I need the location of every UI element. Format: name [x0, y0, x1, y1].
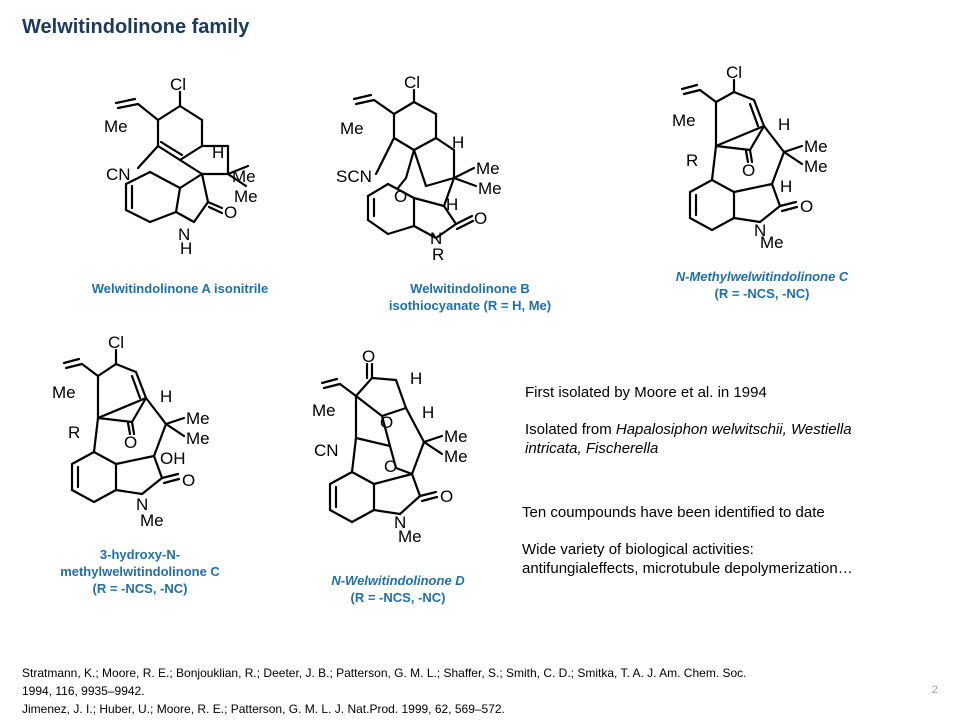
atom-label: R	[686, 151, 698, 170]
atom-label: Me	[232, 167, 256, 186]
atom-label: H	[778, 115, 790, 134]
molecule-drawing: O Me CN H H O Me Me O O N Me	[312, 347, 468, 546]
caption-welwitindolinone-a: Welwitindolinone A isonitrile	[91, 281, 269, 296]
atom-label: O	[742, 161, 755, 180]
caption-3-hydroxy-n-methylwelwitindolinone-c: 3-hydroxy-N- methylwelwitindolinone C (R…	[60, 547, 220, 596]
atom-label: H	[780, 177, 792, 196]
atom-label: N	[430, 229, 442, 248]
atom-label: Cl	[170, 75, 186, 94]
note-first-isolated: First isolated by Moore et al. in 1994	[525, 384, 767, 401]
note-isolated-from-cont: intricata, Fischerella	[525, 440, 659, 457]
atom-label: H	[160, 387, 172, 406]
references: Stratmann, K.; Moore, R. E.; Bonjouklian…	[22, 664, 922, 718]
atom-label: H	[452, 133, 464, 152]
atom-label: O	[380, 413, 393, 432]
reference-line: 1994, 116, 9935–9942.	[22, 684, 145, 698]
atom-label: Cl	[404, 73, 420, 92]
atom-label: O	[800, 197, 813, 216]
note-compounds: Ten coumpounds have been identified to d…	[522, 504, 825, 521]
molecule-drawing: Cl Me R H Me Me O OH O N Me	[52, 333, 210, 530]
notes-isolation: First isolated by Moore et al. in 1994 I…	[525, 383, 945, 458]
atom-label: H	[180, 239, 192, 258]
atom-label: Me	[234, 187, 258, 206]
atom-label: OH	[160, 449, 186, 468]
atom-label: H	[446, 195, 458, 214]
structure-3-hydroxy-n-methylwelwitindolinone-c: Cl Me R H Me Me O OH O N Me	[52, 333, 222, 540]
structure-welwitindolinone-a: Cl Me CN H Me Me O N H	[98, 75, 268, 258]
atom-label: CN	[314, 441, 339, 460]
atom-label: O	[224, 203, 237, 222]
caption-n-methylwelwitindolinone-c: N-Methylwelwitindolinone C (R = -NCS, -N…	[675, 269, 849, 301]
structure-welwitindolinone-b: Cl Me SCN H Me Me O H O N R	[336, 73, 511, 264]
atom-label: H	[212, 143, 224, 162]
atom-label: Me	[476, 159, 500, 178]
page-title: Welwitindolinone family	[22, 16, 250, 38]
atom-label: N	[394, 513, 406, 532]
atom-label: Cl	[726, 63, 742, 82]
molecule-drawing: Cl Me R H Me Me O H O N Me	[672, 63, 828, 252]
atom-label: Me	[140, 511, 164, 530]
atom-label: O	[474, 209, 487, 228]
caption-n-welwitindolinone-d: N-Welwitindolinone D (R = -NCS, -NC)	[331, 573, 465, 605]
atom-label: O	[362, 347, 375, 366]
atom-label: Me	[340, 119, 364, 138]
atom-label: O	[182, 471, 195, 490]
atom-label: Me	[104, 117, 128, 136]
atom-label: Me	[804, 157, 828, 176]
atom-label: O	[440, 487, 453, 506]
page-number: 2	[931, 684, 938, 696]
atom-label: Me	[398, 527, 422, 546]
note-isolated-from: Isolated from Hapalosiphon welwitschii, …	[525, 421, 852, 438]
atom-label: Me	[672, 111, 696, 130]
atom-label: R	[68, 423, 80, 442]
atom-label: CN	[106, 165, 131, 184]
note-activities-cont: antifungialeffects, microtubule depolyme…	[522, 560, 853, 577]
reference-line: Stratmann, K.; Moore, R. E.; Bonjouklian…	[22, 666, 747, 680]
atom-label: Me	[52, 383, 76, 402]
molecule-drawing: Cl Me CN H Me Me O N H	[104, 75, 258, 258]
atom-label: H	[422, 403, 434, 422]
atom-label: Me	[186, 429, 210, 448]
atom-label: Me	[760, 233, 784, 252]
notes-compounds: Ten coumpounds have been identified to d…	[522, 503, 952, 578]
atom-label: O	[384, 457, 397, 476]
reference-line: Jimenez, J. I.; Huber, U.; Moore, R. E.;…	[22, 702, 505, 716]
atom-label: N	[754, 221, 766, 240]
atom-label: O	[124, 433, 137, 452]
atom-label: O	[394, 187, 407, 206]
caption-welwitindolinone-b: Welwitindolinone B isothiocyanate (R = H…	[388, 281, 552, 313]
structure-n-methylwelwitindolinone-c: Cl Me R H Me Me O H O N Me	[672, 63, 842, 252]
atom-label: Cl	[108, 333, 124, 352]
atom-label: H	[410, 369, 422, 388]
atom-label: Me	[312, 401, 336, 420]
note-activities: Wide variety of biological activities:	[522, 541, 754, 558]
structure-n-welwitindolinone-d: O Me CN H H O Me Me O O N Me	[312, 347, 482, 546]
atom-label: Me	[186, 409, 210, 428]
molecule-drawing: Cl Me SCN H Me Me O H O N R	[336, 73, 502, 264]
atom-label: N	[178, 225, 190, 244]
atom-label: Me	[444, 447, 468, 466]
atom-label: N	[136, 495, 148, 514]
atom-label: Me	[478, 179, 502, 198]
atom-label: Me	[444, 427, 468, 446]
atom-label: Me	[804, 137, 828, 156]
atom-label: R	[432, 245, 444, 264]
atom-label: SCN	[336, 167, 372, 186]
